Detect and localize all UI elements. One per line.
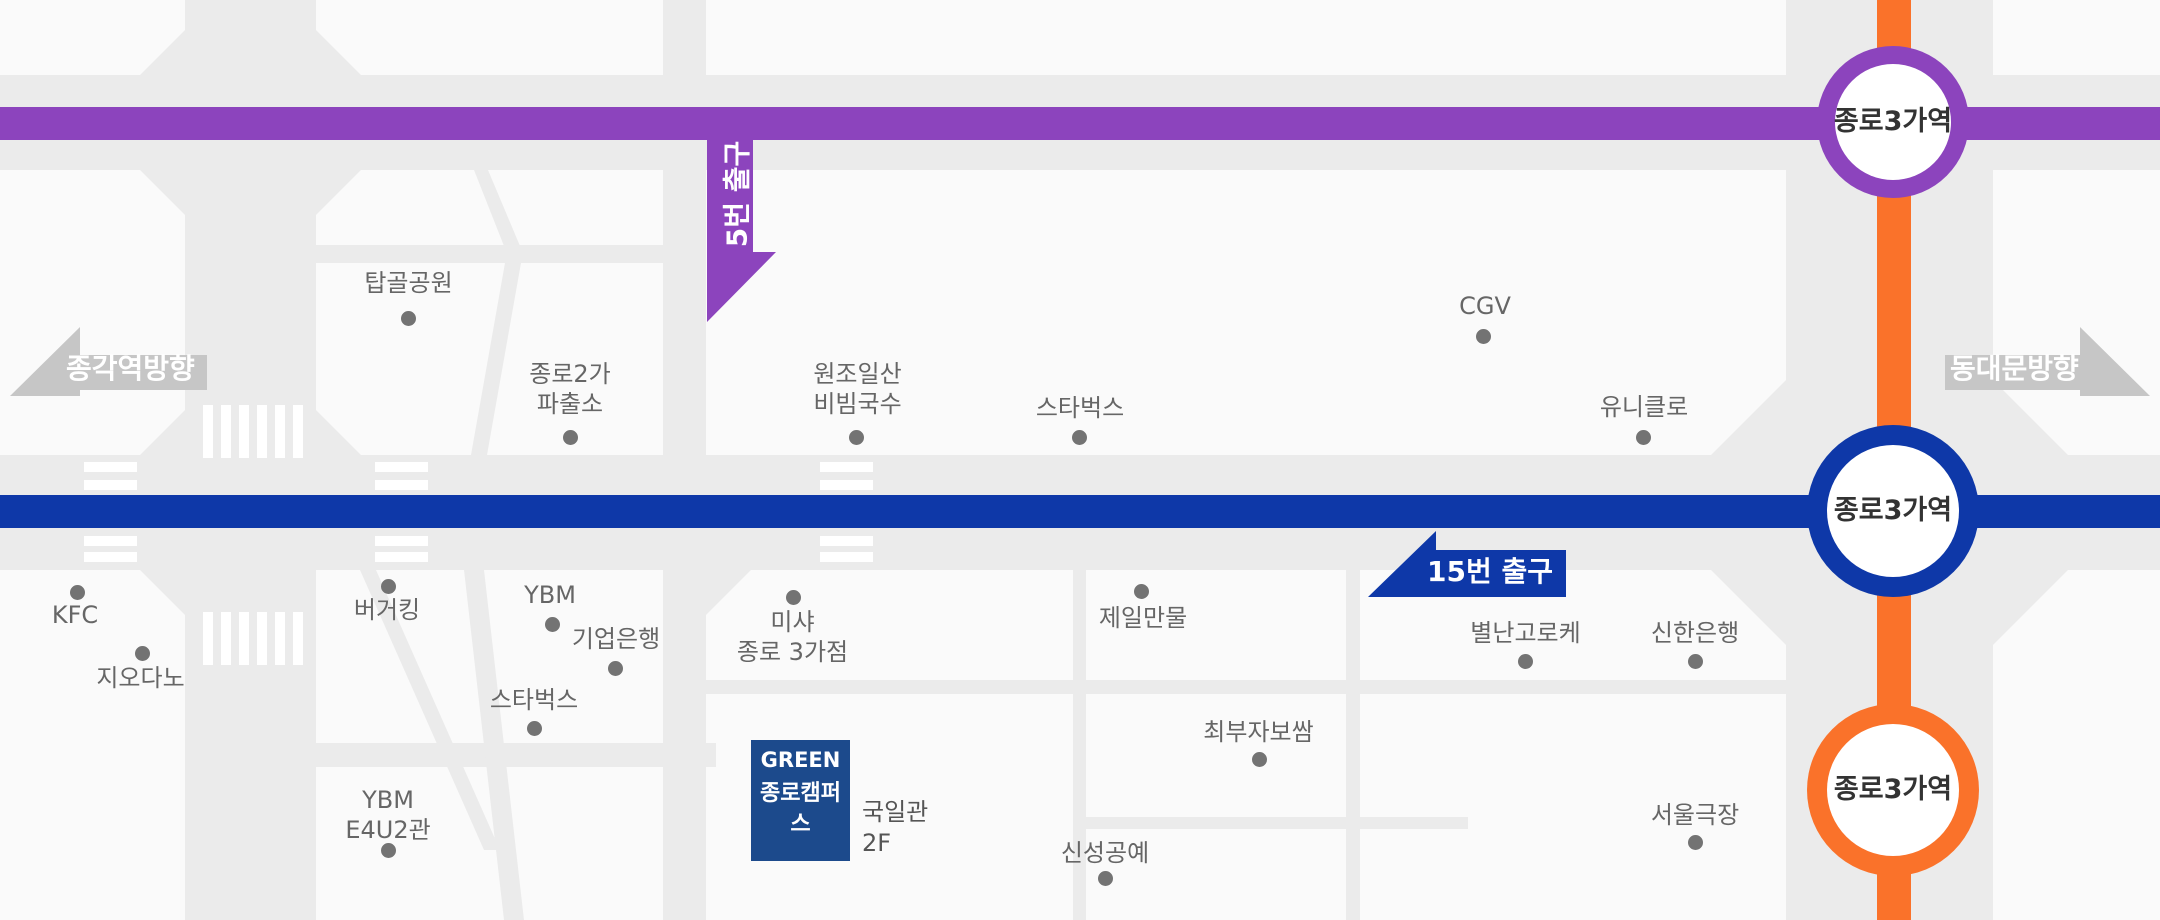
landmark-burgerking: 버거킹 [353, 596, 421, 624]
direction-east-label: 동대문방향 [1950, 352, 2079, 385]
landmark-dot [1252, 752, 1267, 767]
landmark-dot [1636, 430, 1651, 445]
landmark-jeil: 제일만물 [1098, 604, 1188, 632]
station-circle-inner [1827, 445, 1959, 577]
landmark-dot [563, 430, 578, 445]
landmark-dot [135, 646, 150, 661]
landmark-choibuja: 최부자보쌈 [1203, 718, 1314, 746]
campus-brand: GREEN [760, 748, 841, 772]
road-diagonal-1 [474, 170, 520, 246]
landmark-sinseong: 신성공예 [1060, 839, 1150, 867]
landmark-dot [527, 721, 542, 736]
chamfer [140, 170, 185, 215]
landmark-dot [786, 590, 801, 605]
landmark-byeolnan: 별난고로케 [1470, 619, 1581, 647]
landmark-dot [608, 661, 623, 676]
exit5-label: 5번 출구 [720, 140, 754, 248]
direction-west-label: 종각역방향 [66, 352, 195, 385]
road-center [663, 0, 706, 920]
road-west [185, 0, 316, 920]
road-alley-6 [1346, 570, 1360, 920]
landmark-dot [1476, 329, 1491, 344]
landmark-shinhan: 신한은행 [1650, 619, 1740, 647]
exit15-label: 15번 출구 [1427, 555, 1553, 588]
landmark-kfc: KFC [51, 601, 99, 629]
landmark-uniqlo: 유니클로 [1599, 393, 1689, 421]
chamfer [316, 30, 361, 75]
landmark-dot [1134, 584, 1149, 599]
landmark-ibk: 기업은행 [571, 625, 661, 653]
chamfer [316, 170, 361, 215]
chamfer [1993, 380, 2068, 455]
landmark-dot [401, 311, 416, 326]
chamfer [140, 570, 185, 615]
station-circle-inner [1827, 724, 1959, 856]
line5-track [0, 107, 2160, 140]
arrow-east [1945, 327, 2150, 396]
chamfer [706, 570, 751, 615]
road-diagonal-2 [471, 246, 524, 455]
landmark-cgv: CGV [1459, 292, 1511, 320]
road-alley-5 [1073, 570, 1086, 920]
chamfer [140, 30, 185, 75]
station-circle-inner [1835, 64, 1951, 180]
landmark-dot [849, 430, 864, 445]
exit15-marker [1368, 531, 1566, 597]
landmark-dot [1688, 835, 1703, 850]
landmark-starbucks-south: 스타벅스 [489, 686, 579, 714]
station-label-line3: 종로3가역 [1833, 774, 1953, 805]
chamfer [140, 410, 185, 455]
line1-track [0, 495, 2160, 528]
chamfer [1711, 570, 1786, 645]
road-diagonal-3 [464, 570, 524, 920]
landmark-dot [1072, 430, 1087, 445]
station-label-line1: 종로3가역 [1833, 495, 1953, 526]
campus-name: 종로캠퍼스 [760, 781, 841, 837]
landmark-tapgol: 탑골공원 [364, 269, 453, 297]
chamfer [1993, 570, 2068, 645]
chamfer [1711, 380, 1786, 455]
chamfer [316, 410, 361, 455]
road-alley-3 [316, 245, 672, 263]
landmark-dot [1098, 871, 1113, 886]
landmark-dot [381, 843, 396, 858]
road-alley-2 [316, 743, 716, 767]
road-alley-1 [706, 680, 1786, 694]
landmark-giordano: 지오다노 [96, 664, 185, 692]
landmark-seoul-theater: 서울극장 [1650, 801, 1740, 829]
landmark-dot [70, 585, 85, 600]
road-alley-4 [1085, 817, 1468, 829]
road-diagonal-4 [360, 570, 500, 850]
exit5-marker [707, 140, 776, 322]
green-campus-marker[interactable]: GREEN 종로캠퍼스 [751, 740, 850, 861]
landmark-starbucks-north: 스타벅스 [1035, 394, 1125, 422]
landmark-ybm: YBM [524, 581, 576, 609]
landmark-dot [381, 579, 396, 594]
arrow-west [10, 327, 207, 396]
landmark-dot [545, 617, 560, 632]
landmark-dot [1518, 654, 1533, 669]
station-label-line5: 종로3가역 [1833, 106, 1953, 137]
landmark-dot [1688, 654, 1703, 669]
crosswalks [84, 405, 873, 665]
